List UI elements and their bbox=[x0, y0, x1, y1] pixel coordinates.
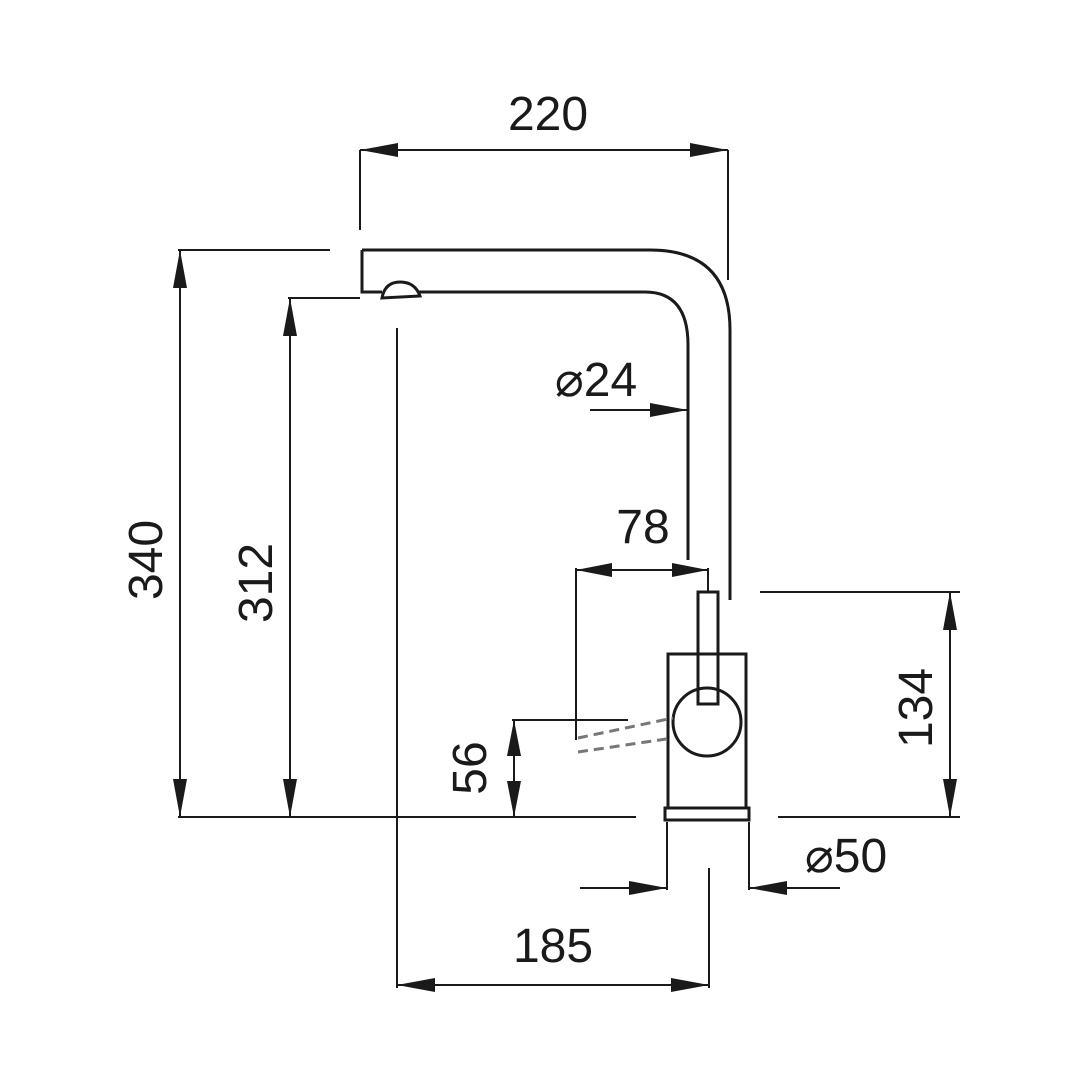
arrow-base-left bbox=[629, 881, 667, 895]
label-body-height: 134 bbox=[890, 668, 943, 748]
arrow-spout-height-bottom bbox=[283, 779, 297, 817]
arrow-body-height-bottom bbox=[943, 779, 957, 817]
arrow-spout-diameter bbox=[650, 403, 688, 417]
label-lever-reach: 78 bbox=[616, 501, 669, 554]
arrow-overall-width-left bbox=[360, 143, 398, 157]
faucet-outline bbox=[360, 248, 751, 822]
lever-alt-position-upper bbox=[577, 716, 674, 740]
label-overall-width: 220 bbox=[508, 88, 588, 141]
label-overall-height: 340 bbox=[120, 520, 173, 600]
arrow-spout-reach-right bbox=[671, 978, 709, 992]
label-base-diameter: ⌀50 bbox=[805, 830, 887, 883]
arrow-overall-width-right bbox=[690, 143, 728, 157]
label-spout-diameter: ⌀24 bbox=[555, 354, 637, 407]
lever-alt-position-lower bbox=[577, 736, 674, 754]
extension-lines bbox=[178, 150, 960, 988]
arrow-lever-height-top bbox=[507, 720, 521, 756]
aerator-nozzle bbox=[380, 280, 423, 300]
arrow-spout-reach-left bbox=[397, 978, 435, 992]
dimension-labels: 220 ⌀24 78 340 312 56 134 ⌀50 185 bbox=[120, 88, 943, 973]
arrow-lever-reach-right bbox=[672, 563, 708, 577]
arrow-lever-reach-left bbox=[576, 563, 612, 577]
arrow-lever-height-bottom bbox=[507, 781, 521, 817]
label-spout-height: 312 bbox=[230, 543, 283, 623]
arrow-overall-height-bottom bbox=[173, 779, 187, 817]
label-spout-reach: 185 bbox=[513, 920, 593, 973]
arrow-body-height-top bbox=[943, 592, 957, 630]
label-lever-height: 56 bbox=[444, 741, 497, 794]
arrow-base-right bbox=[749, 881, 787, 895]
arrow-spout-height-top bbox=[283, 298, 297, 336]
arrow-overall-height-top bbox=[173, 250, 187, 288]
faucet-body bbox=[666, 652, 748, 810]
faucet-base bbox=[663, 806, 751, 822]
spout-outer-edge bbox=[362, 248, 732, 600]
dimension-lines bbox=[173, 143, 957, 992]
spout-tip bbox=[360, 250, 382, 294]
spout-inner-edge bbox=[418, 290, 690, 560]
lever-knob bbox=[671, 686, 743, 758]
